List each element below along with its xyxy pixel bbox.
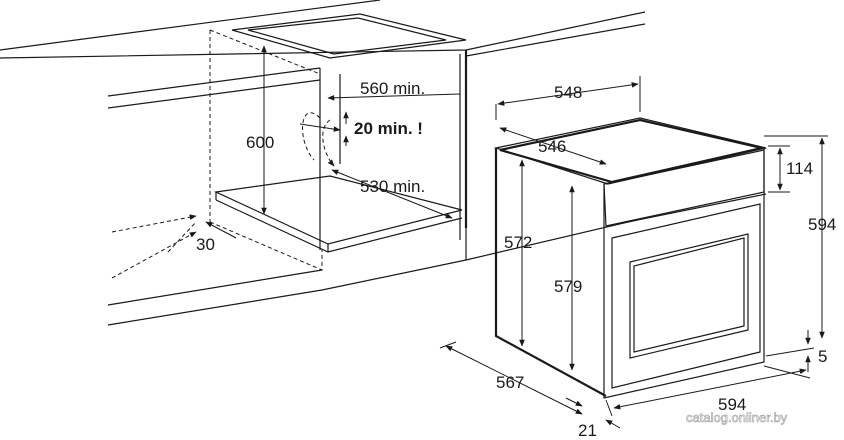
label-height-600: 600: [246, 133, 274, 152]
oven-drawing: [493, 117, 767, 399]
label-depth-567: 567: [496, 373, 524, 392]
label-width-594: 594: [718, 395, 746, 414]
label-depth-560: 560 min.: [360, 79, 425, 98]
label-height-579: 579: [554, 277, 582, 296]
label-recess-30: 30: [196, 235, 215, 254]
label-depth-546: 546: [538, 137, 566, 156]
label-panel-114: 114: [786, 159, 813, 178]
label-gap-5: 5: [818, 347, 827, 366]
label-height-572: 572: [504, 233, 532, 252]
oven-dimension-lines: [439, 76, 828, 429]
label-depth-548: 548: [554, 83, 582, 102]
cabinet-drawing: [0, 0, 646, 326]
label-height-594: 594: [808, 215, 836, 234]
cabinet-dimension-lines: [205, 45, 461, 239]
label-door-21: 21: [578, 421, 597, 440]
label-depth-530: 530 min.: [360, 177, 425, 196]
label-ventilation-gap: 20 min. !: [354, 119, 423, 138]
watermark: catalog.onliner.by: [686, 410, 788, 425]
